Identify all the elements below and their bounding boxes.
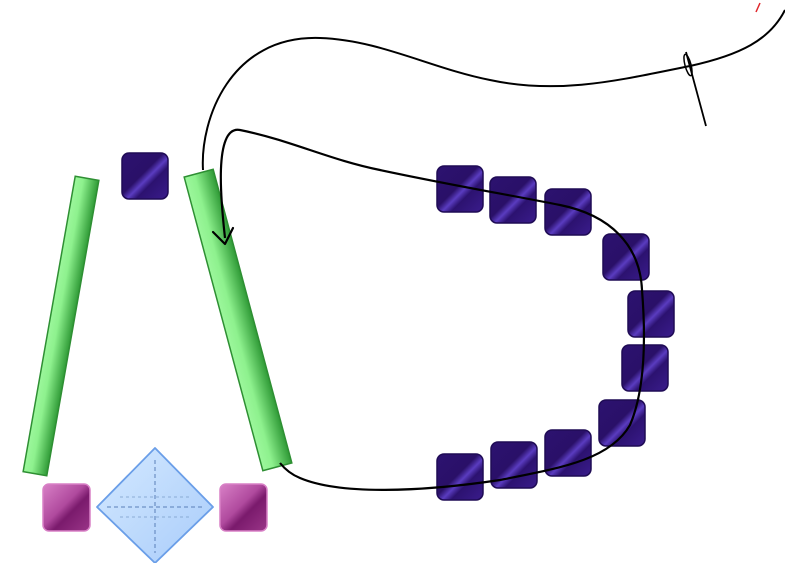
seed-bead-loop-7 bbox=[598, 399, 646, 447]
seed-bead-loop-10 bbox=[436, 453, 484, 501]
seed-bead-loop-6 bbox=[621, 344, 669, 392]
seed-bead-loop-9 bbox=[490, 441, 538, 489]
needle-icon bbox=[683, 2, 761, 127]
seed-bead-loop-1 bbox=[436, 165, 484, 213]
cube-bead-left bbox=[42, 483, 91, 532]
thread-loop bbox=[219, 128, 646, 491]
thread-entry bbox=[201, 9, 785, 171]
arrow-head-icon bbox=[211, 226, 235, 246]
seed-bead-loop-8 bbox=[544, 429, 592, 477]
cube-bead-right bbox=[219, 483, 268, 532]
seed-bead-loop-4 bbox=[602, 233, 650, 281]
seed-bead-top bbox=[121, 152, 169, 200]
bugle-bead-left bbox=[22, 175, 100, 477]
seed-bead-loop-5 bbox=[627, 290, 675, 338]
seed-bead-loop-3 bbox=[544, 188, 592, 236]
bicone-crystal bbox=[96, 447, 214, 563]
bugle-bead-right bbox=[183, 168, 293, 472]
